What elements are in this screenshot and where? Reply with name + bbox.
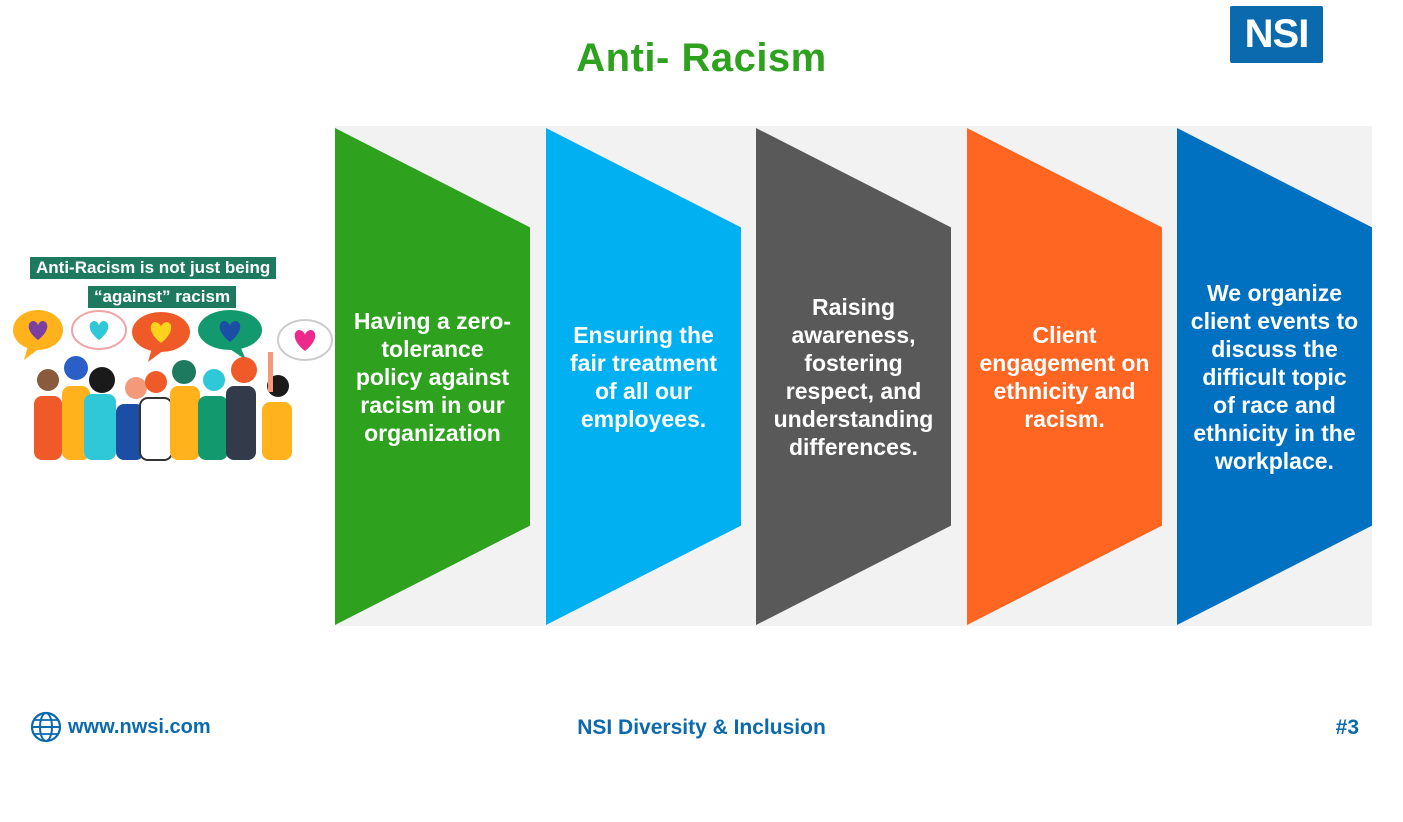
slide-title: Anti- Racism [576,36,827,80]
illustration-banner-line-1: Anti-Racism is not just being [30,257,277,279]
speech-bubble-purple-heart-icon [13,310,63,360]
step-client-engagement: Client engagement on ethnicity and racis… [967,128,1162,625]
step-client-events: We organize client events to discuss the… [1177,128,1372,625]
step-text: Client engagement on ethnicity and racis… [979,321,1150,432]
chevron-steps-row: Having a zero-tolerance policy against r… [335,126,1372,626]
step-zero-tolerance: Having a zero-tolerance policy against r… [335,128,530,625]
people-group-graphic [34,352,292,461]
footer-title: NSI Diversity & Inclusion [577,716,826,739]
step-raising-awareness: Raising awareness, fostering respect, an… [756,128,951,625]
illustration-banner-line-2: “against” racism [88,286,237,308]
anti-racism-illustration: Anti-Racism is not just being “against” … [12,256,334,462]
step-text: Raising awareness, fostering respect, an… [773,293,934,460]
globe-icon [30,711,62,743]
step-text: Having a zero-tolerance policy against r… [353,307,512,446]
speech-bubble-cyan-heart-icon [71,310,127,350]
page-number: #3 [1335,716,1359,739]
footer-url-text[interactable]: www.nwsi.com [68,715,211,738]
speech-bubble-blue-heart-icon [198,310,262,360]
nsi-logo: NSI [1230,6,1323,63]
step-text: We organize client events to discuss the… [1190,279,1359,474]
speech-bubble-yellow-heart-icon [132,312,190,362]
diverse-people-with-hearts-graphic [13,310,333,461]
speech-bubble-pink-heart-icon [277,319,333,361]
step-fair-treatment: Ensuring the fair treatment of all our e… [546,128,741,625]
footer-website[interactable]: www.nwsi.com [30,711,211,743]
step-text: Ensuring the fair treatment of all our e… [570,321,717,432]
